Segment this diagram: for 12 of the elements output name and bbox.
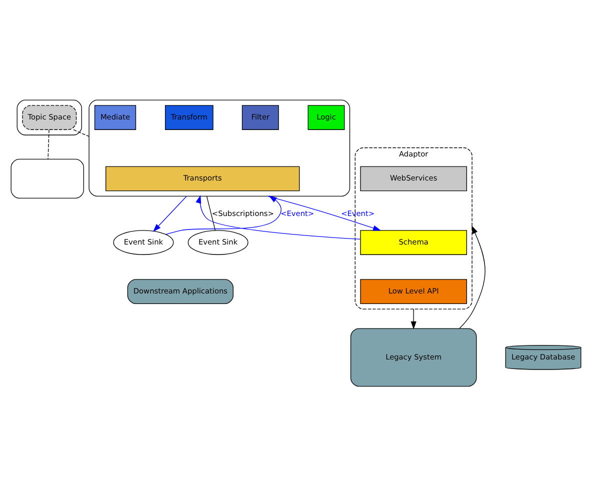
arrow [410,308,416,329]
arrow [196,194,361,240]
node-box [10,158,84,198]
cluster [16,99,82,135]
connector [48,128,50,159]
arrow [267,195,382,230]
connector [73,128,90,136]
arrow [152,195,188,232]
arrow [165,195,282,234]
cluster [88,99,350,196]
arrow [459,225,486,328]
connector [206,195,216,230]
